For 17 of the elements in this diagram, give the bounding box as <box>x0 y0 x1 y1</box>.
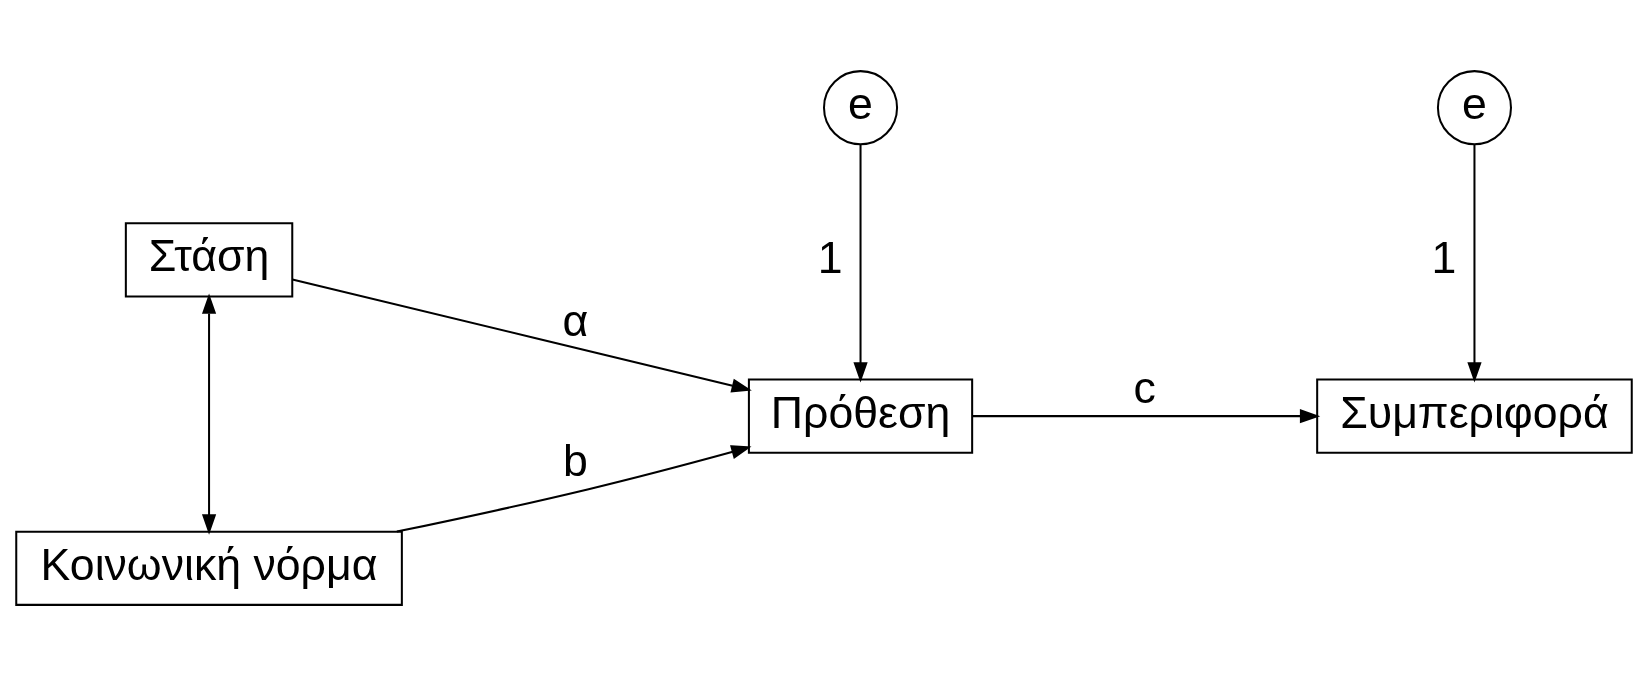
edge-label: 1 <box>817 233 843 283</box>
node-circle: e <box>1436 70 1512 146</box>
node-box: Κοινωνική νόρμα <box>15 530 403 606</box>
arrow <box>201 293 217 535</box>
edge-label: 1 <box>1431 233 1457 283</box>
node-box: Στάση <box>124 222 294 298</box>
edge-label: α <box>562 296 589 346</box>
node-box: Συμπεριφορά <box>1316 378 1633 454</box>
arrow <box>1467 144 1482 383</box>
arrow <box>853 144 868 383</box>
arrow <box>292 278 752 393</box>
arrow <box>396 445 752 533</box>
arrow <box>972 409 1321 424</box>
node-circle: e <box>823 70 899 146</box>
node-box: Πρόθεση <box>747 378 974 454</box>
edge-label: b <box>562 436 588 486</box>
edge-label: c <box>1133 363 1156 413</box>
